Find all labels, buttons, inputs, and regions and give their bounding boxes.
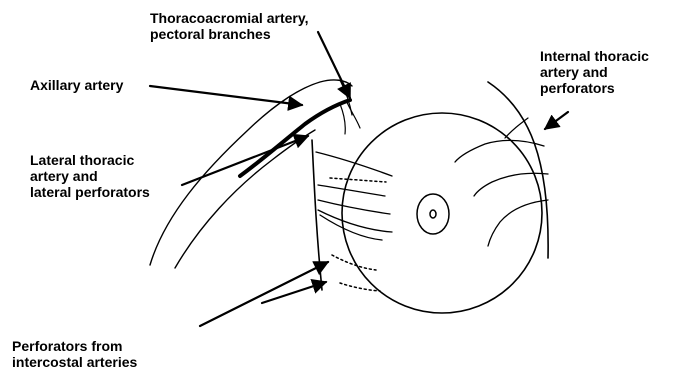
label-line: Axillary artery: [30, 77, 123, 93]
lateral-perforator-5: [320, 215, 382, 240]
arrow-intercostal-lower: [262, 282, 326, 303]
label-line: artery and: [540, 64, 649, 80]
axillary-artery: [240, 100, 350, 176]
arrow-axillary: [150, 86, 302, 105]
internal-perforator-branch: [505, 118, 528, 138]
label-line: Thoracoacromial artery,: [150, 10, 308, 26]
areola: [417, 194, 449, 234]
label-thoracoacromial-artery: Thoracoacromial artery, pectoral branche…: [150, 10, 308, 42]
thoracoacromial-branch: [346, 100, 360, 128]
label-line: pectoral branches: [150, 26, 308, 42]
label-line: Lateral thoracic: [30, 152, 150, 168]
arrow-lateral-thoracic: [182, 136, 308, 185]
arm-inner-outline: [175, 130, 315, 268]
label-lateral-thoracic-artery: Lateral thoracic artery and lateral perf…: [30, 152, 150, 200]
intercostal-perforator-dotted-1: [330, 178, 386, 182]
breast-outline: [342, 113, 542, 313]
label-line: perforators: [540, 80, 649, 96]
lateral-perforator-3: [318, 200, 390, 214]
arrow-intercostal-upper: [200, 262, 328, 326]
arrow-thoracoacromial: [318, 32, 350, 98]
label-axillary-artery: Axillary artery: [30, 77, 123, 93]
thoracoacromial-branch-2: [340, 104, 345, 134]
internal-perforator-1: [455, 140, 544, 162]
intercostal-perforator-dotted-2: [332, 255, 376, 270]
label-line: Perforators from: [12, 338, 137, 354]
arm-outline: [150, 80, 352, 265]
arrow-internal-thoracic: [545, 112, 568, 129]
sternal-curve: [488, 82, 548, 258]
nipple: [430, 210, 436, 218]
lateral-perforator-2: [318, 185, 385, 196]
label-line: lateral perforators: [30, 184, 150, 200]
label-internal-thoracic-artery: Internal thoracic artery and perforators: [540, 48, 649, 96]
label-line: intercostal arteries: [12, 354, 137, 370]
label-line: artery and: [30, 168, 150, 184]
label-line: Internal thoracic: [540, 48, 649, 64]
internal-perforator-2: [474, 173, 548, 196]
label-intercostal-perforators: Perforators from intercostal arteries: [12, 338, 137, 370]
